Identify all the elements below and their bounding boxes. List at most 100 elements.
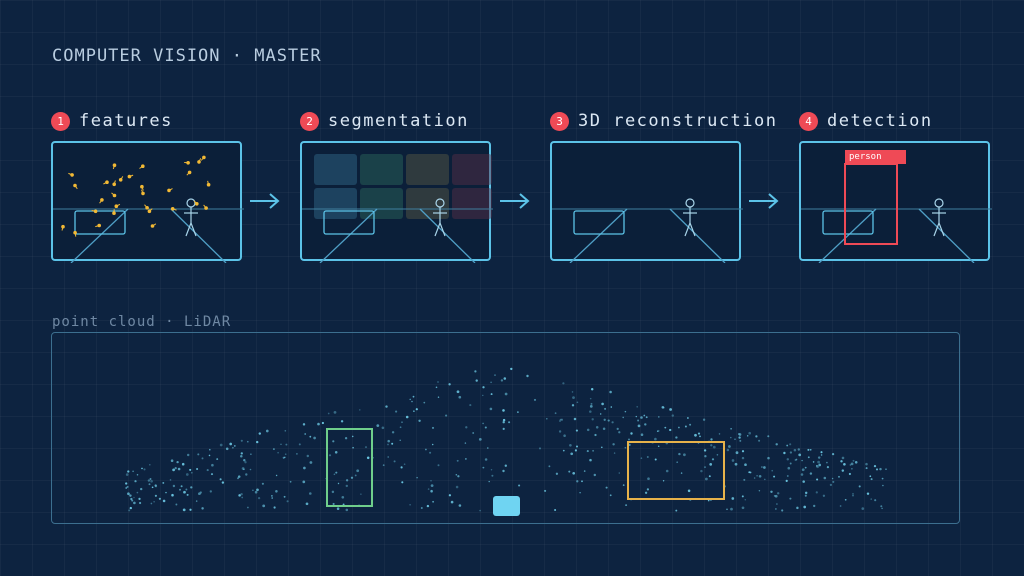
lidar-point [284, 453, 287, 456]
lidar-point [662, 480, 665, 482]
lidar-point [201, 507, 204, 510]
lidar-point [490, 393, 493, 396]
lidar-point [258, 432, 261, 435]
lidar-point [586, 428, 590, 432]
lidar-point [190, 471, 193, 474]
lidar-point [472, 432, 475, 434]
lidar-point [741, 456, 745, 460]
lidar-point [684, 425, 687, 428]
lidar-point [136, 491, 139, 494]
feature-orientation [198, 158, 202, 163]
lidar-point [240, 439, 243, 442]
lidar-point [180, 485, 183, 488]
lidar-point [622, 484, 625, 486]
lidar-point [763, 466, 766, 469]
lidar-point [150, 502, 153, 505]
lidar-point [244, 461, 247, 464]
lidar-point [487, 447, 489, 449]
lidar-point [401, 481, 404, 484]
feature-orientation [99, 199, 103, 204]
lidar-point [558, 430, 562, 433]
lidar-point [426, 504, 430, 508]
feature-point [186, 161, 190, 165]
lidar-point [401, 421, 403, 423]
lidar-point [646, 488, 650, 491]
sensor-vehicle-icon [493, 496, 520, 516]
lidar-point [789, 451, 793, 454]
lidar-point [489, 407, 493, 411]
lidar-point [880, 505, 883, 508]
lidar-point [678, 426, 680, 429]
stage-header-segmentation: 2 segmentation [300, 111, 469, 131]
lidar-point [687, 489, 691, 493]
lidar-point [618, 472, 621, 474]
lidar-point [882, 484, 884, 487]
lidar-point [352, 446, 354, 449]
lidar-point [464, 442, 467, 444]
lidar-point [554, 412, 557, 415]
lidar-point [283, 495, 286, 498]
stage-number-badge: 4 [799, 111, 818, 131]
lidar-point [571, 391, 574, 393]
lidar-point [129, 494, 132, 497]
lidar-point [669, 428, 672, 432]
lidar-point [424, 448, 427, 451]
lidar-point [197, 453, 200, 456]
lidar-point [474, 370, 477, 373]
lidar-point [243, 468, 245, 471]
lidar-point [430, 480, 432, 482]
lidar-point [675, 509, 678, 512]
lidar-point [185, 488, 188, 491]
lidar-point [637, 424, 641, 428]
point-cloud-panel [51, 332, 960, 524]
lidar-point [482, 394, 484, 397]
lidar-point [502, 427, 505, 430]
lidar-point [482, 422, 484, 425]
lidar-point [482, 386, 485, 389]
lidar-point [731, 497, 735, 500]
lidar-point [185, 473, 189, 476]
lidar-point [826, 461, 828, 464]
lidar-point [208, 454, 211, 457]
feature-point [105, 180, 109, 184]
lidar-point [125, 473, 129, 476]
stage-label: features [79, 111, 173, 131]
lidar-point [431, 426, 435, 429]
lidar-point [776, 503, 778, 505]
lidar-point [154, 484, 157, 487]
lidar-point [635, 415, 637, 418]
lidar-points [125, 367, 887, 512]
lidar-point [138, 497, 141, 501]
lidar-point [815, 491, 818, 494]
lidar-point [420, 507, 423, 509]
lidar-point [694, 433, 697, 437]
lidar-point [423, 401, 426, 404]
lidar-point [589, 410, 592, 413]
lidar-point [298, 443, 301, 446]
lidar-point [807, 456, 810, 459]
lidar-point [630, 432, 633, 435]
lidar-point [437, 381, 439, 383]
lidar-point [354, 474, 357, 477]
lidar-point [826, 466, 830, 469]
lidar-point [572, 396, 575, 399]
feature-orientation [203, 204, 207, 209]
feature-orientation [103, 181, 108, 185]
lidar-point [413, 410, 415, 412]
lidar-point [364, 446, 368, 449]
lidar-point [709, 463, 713, 466]
lidar-point [127, 492, 130, 496]
lidar-point [850, 462, 854, 466]
lidar-point [618, 431, 621, 434]
lidar-point [469, 404, 472, 407]
lidar-point [359, 409, 361, 411]
lidar-point [186, 493, 189, 496]
lidar-point [337, 482, 340, 485]
lidar-point [237, 475, 241, 478]
lidar-point [546, 418, 548, 420]
lidar-point [730, 428, 732, 430]
lidar-point [175, 503, 178, 506]
lidar-point [400, 466, 403, 469]
lidar-point [852, 459, 855, 462]
lidar-point [589, 397, 592, 400]
